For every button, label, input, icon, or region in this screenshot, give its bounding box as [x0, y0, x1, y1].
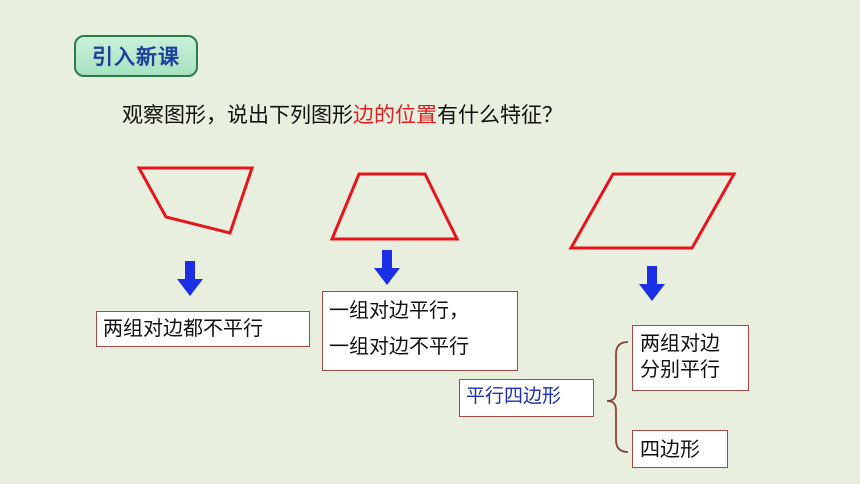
parallelogram-property-line-2: 分别平行 [640, 357, 720, 381]
trapezoid-property-box: 一组对边平行， 一组对边不平行 [322, 291, 518, 371]
parallelogram-term-box: 平行四边形 [459, 379, 594, 417]
down-arrow-icon [374, 250, 400, 285]
trapezoid-property-line-2: 一组对边不平行 [329, 334, 469, 358]
quadrilateral-term-box: 四边形 [632, 430, 728, 468]
trapezoid-property-line-1: 一组对边平行， [329, 298, 469, 322]
parallelogram-property-box: 两组对边 分别平行 [632, 325, 749, 391]
quadrilateral-shape [136, 166, 255, 235]
down-arrow-icon [639, 266, 665, 301]
parallelogram-shape [568, 172, 737, 250]
question-prefix: 观察图形，说出下列图形 [122, 103, 353, 127]
lesson-section-badge: 引入新课 [74, 35, 198, 77]
quadrilateral-property-box: 两组对边都不平行 [96, 311, 310, 347]
trapezoid-shape [329, 172, 460, 241]
quadrilateral-term-text: 四边形 [640, 437, 700, 461]
badge-label: 引入新课 [92, 45, 180, 69]
question-suffix: 有什么特征？ [437, 103, 563, 127]
question-text: 观察图形，说出下列图形边的位置有什么特征？ [122, 99, 563, 129]
quadrilateral-property-text: 两组对边都不平行 [103, 316, 263, 340]
down-arrow-icon [177, 261, 203, 296]
parallelogram-property-line-1: 两组对边 [640, 331, 720, 355]
question-highlight: 边的位置 [353, 103, 437, 127]
parallelogram-term-text: 平行四边形 [466, 385, 562, 407]
brace-icon [606, 341, 629, 453]
